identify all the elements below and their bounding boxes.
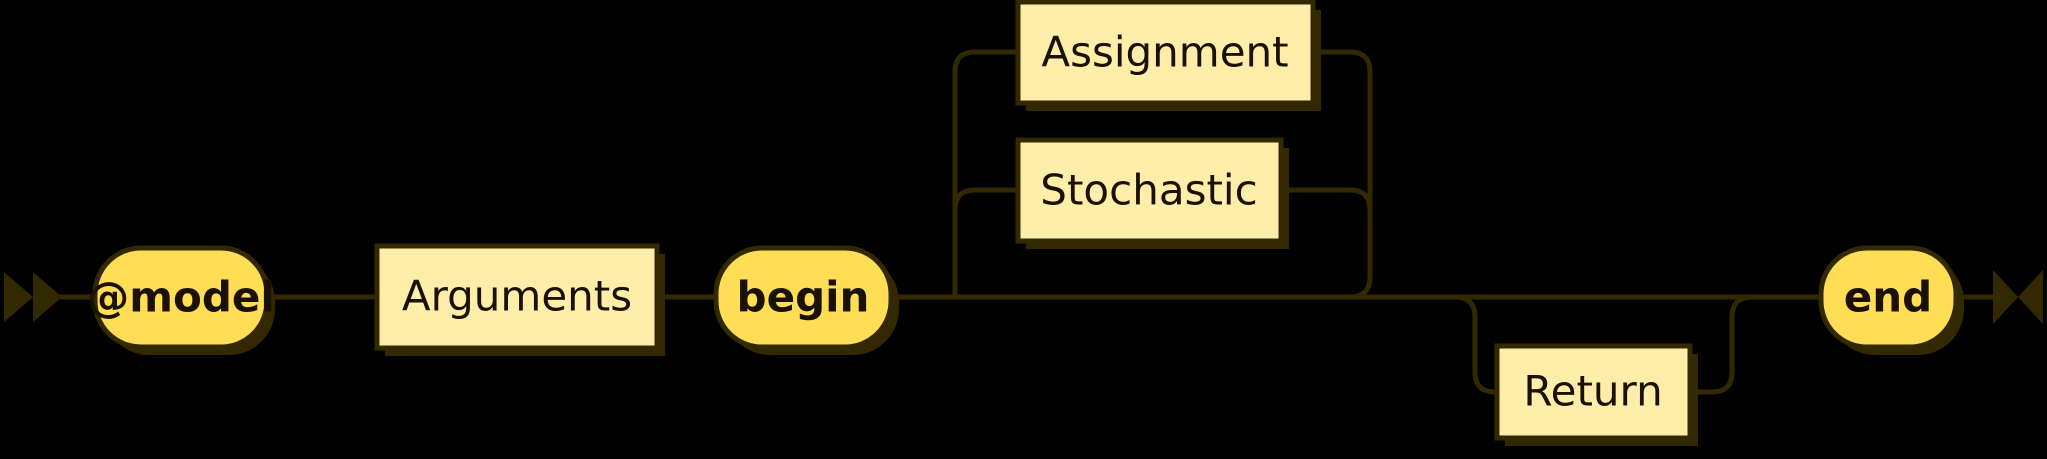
track-return-branch-out [1690, 294, 1753, 395]
end-keyword-box [1818, 245, 1959, 350]
node-assignment[interactable]: Assignment [1015, 0, 1321, 111]
node-begin-keyword[interactable]: begin [713, 245, 899, 355]
end-keyword-label: end [1844, 273, 1932, 322]
start-arrow-icon [4, 272, 62, 322]
arguments-box [374, 243, 660, 351]
begin-keyword-label: begin [737, 273, 870, 322]
track-return-branch-in [1454, 294, 1497, 395]
node-return[interactable]: Return [1494, 343, 1698, 446]
model-keyword-box [92, 245, 270, 350]
track-choice-stochastic-to-right [1281, 187, 1373, 211]
arguments-label: Arguments [402, 272, 632, 321]
stochastic-box [1015, 137, 1284, 244]
track-choice-assignment-to-right [1313, 49, 1373, 300]
track-choice-left-to-stochastic [952, 187, 1018, 211]
node-end-keyword[interactable]: end [1818, 245, 1964, 355]
return-box [1494, 343, 1693, 441]
node-stochastic[interactable]: Stochastic [1015, 137, 1289, 249]
node-model-keyword[interactable]: @model [87, 245, 275, 355]
begin-keyword-box [713, 245, 894, 350]
return-label: Return [1523, 367, 1662, 416]
stochastic-label: Stochastic [1040, 166, 1257, 215]
node-arguments[interactable]: Arguments [374, 243, 665, 356]
track-choice-left-to-assignment [952, 49, 1018, 297]
model-keyword-label: @model [87, 273, 275, 322]
end-bowtie-icon [1993, 270, 2043, 324]
assignment-box [1015, 0, 1316, 106]
assignment-label: Assignment [1041, 28, 1288, 77]
